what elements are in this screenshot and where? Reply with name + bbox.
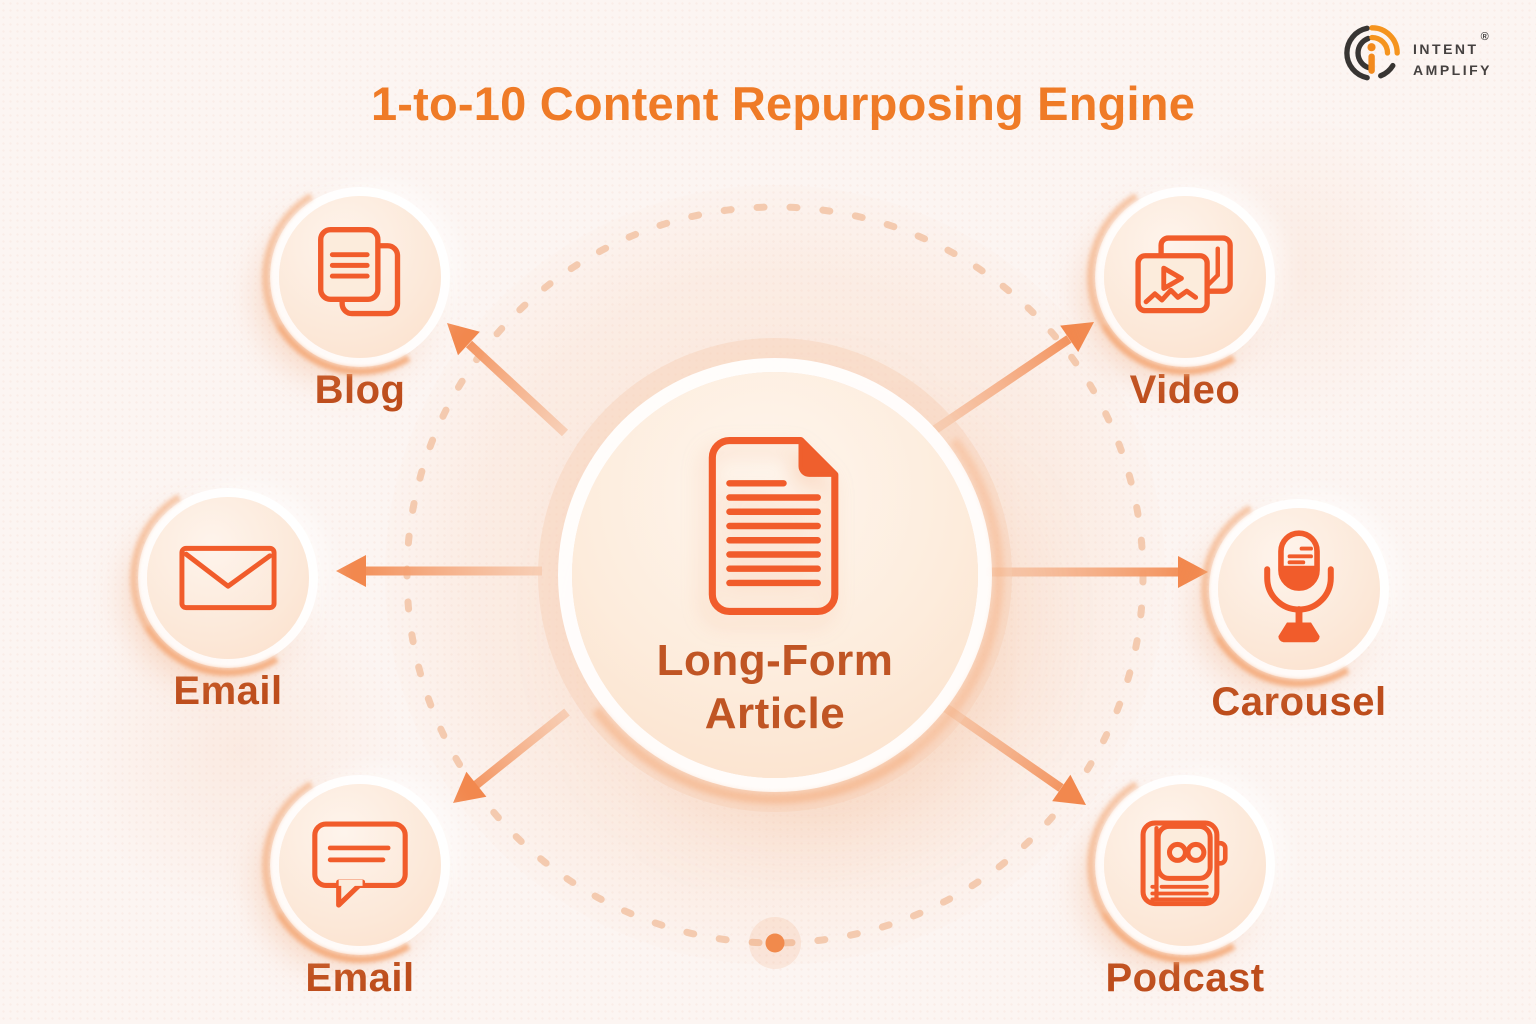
node-email-left-circle [147, 497, 309, 659]
podcast-player-icon [1140, 820, 1228, 907]
node-email-bottom-circle [279, 784, 441, 946]
node-label: Podcast [1105, 956, 1265, 1000]
node-blog: Blog [250, 196, 470, 413]
arrow-to-carousel [986, 556, 1208, 588]
node-email-left: Email [118, 497, 338, 714]
stacked-pages-icon [318, 227, 401, 317]
microphone-icon [1264, 530, 1334, 643]
brand-name-line1: Intent [1413, 36, 1479, 59]
brand-name: Intent® Amplify [1413, 27, 1492, 80]
page-title: 1-to-10 Content Repurposing Engine [370, 77, 1196, 130]
node-label: Email [305, 956, 415, 1000]
chat-bubble-icon [312, 821, 408, 908]
ring-dot [765, 933, 785, 953]
center-label: Long-Form Article [657, 634, 894, 740]
brand-name-line2: Amplify [1413, 57, 1492, 80]
center-label-line2: Article [704, 689, 846, 738]
envelope-icon [179, 545, 277, 611]
ring-dot-glow [749, 917, 801, 969]
document-icon [708, 436, 839, 616]
arrow-to-email-left [336, 555, 542, 587]
node-video: Video [1075, 196, 1295, 413]
video-frames-icon [1135, 235, 1233, 314]
node-carousel-circle [1218, 508, 1380, 670]
signal-target-icon [1344, 25, 1400, 81]
arrow-to-email-bottom [453, 708, 570, 803]
node-podcast-circle [1104, 784, 1266, 946]
center-node-long-form-article: Long-Form Article [572, 372, 978, 778]
node-video-circle [1104, 196, 1266, 358]
node-label: Blog [314, 368, 406, 412]
node-label: Email [173, 669, 283, 713]
registered-mark: ® [1480, 30, 1489, 43]
node-label: Video [1129, 368, 1241, 412]
node-label: Carousel [1211, 680, 1387, 724]
node-podcast: Podcast [1075, 784, 1295, 1001]
node-carousel: Carousel [1189, 508, 1409, 725]
center-circle: Long-Form Article [572, 372, 978, 778]
brand-logo: Intent® Amplify [1341, 22, 1492, 84]
center-label-line1: Long-Form [656, 636, 894, 685]
node-blog-circle [279, 196, 441, 358]
node-email-bottom: Email [250, 784, 470, 1001]
